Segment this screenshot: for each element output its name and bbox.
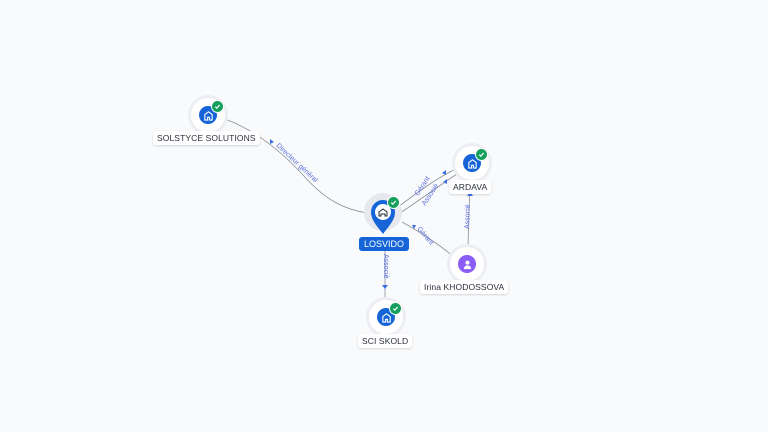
edge-label-associe-3: Associé: [382, 254, 389, 279]
edge-label-gerant-2: Gérant: [415, 226, 434, 247]
node-label-irina-khodossova[interactable]: Irina KHODOSSOVA: [420, 280, 509, 294]
verified-check-icon: [475, 148, 488, 161]
edge-arrow: [467, 192, 473, 196]
edge-irina-losvido: [401, 221, 456, 259]
node-losvido[interactable]: [364, 190, 406, 245]
edge-label-associe-2: Associé: [464, 204, 472, 229]
verified-check-icon: [211, 100, 224, 113]
edge-arrow: [270, 139, 274, 144]
edge-arrow: [382, 285, 388, 289]
edge-losvido-ardava-gerant: [397, 167, 459, 208]
edge-arrow: [412, 225, 416, 229]
map-pin-icon: [364, 193, 402, 234]
edge-label-directeur-general: Directeur général: [275, 142, 319, 184]
node-label-losvido[interactable]: LOSVIDO: [359, 237, 410, 251]
node-label-sci-skold[interactable]: SCI SKOLD: [358, 334, 413, 348]
user-icon: [458, 255, 476, 273]
edge-arrow: [443, 179, 447, 184]
edge-arrow: [442, 170, 446, 175]
node-label-solstyce-solutions[interactable]: SOLSTYCE SOLUTIONS: [153, 131, 260, 145]
verified-check-icon: [389, 302, 402, 315]
verified-check-icon: [387, 196, 400, 209]
node-label-ardava[interactable]: ARDAVA: [449, 180, 492, 194]
edge-losvido-ardava-associe: [399, 171, 461, 214]
edge-solstyce-losvido: [224, 118, 369, 214]
